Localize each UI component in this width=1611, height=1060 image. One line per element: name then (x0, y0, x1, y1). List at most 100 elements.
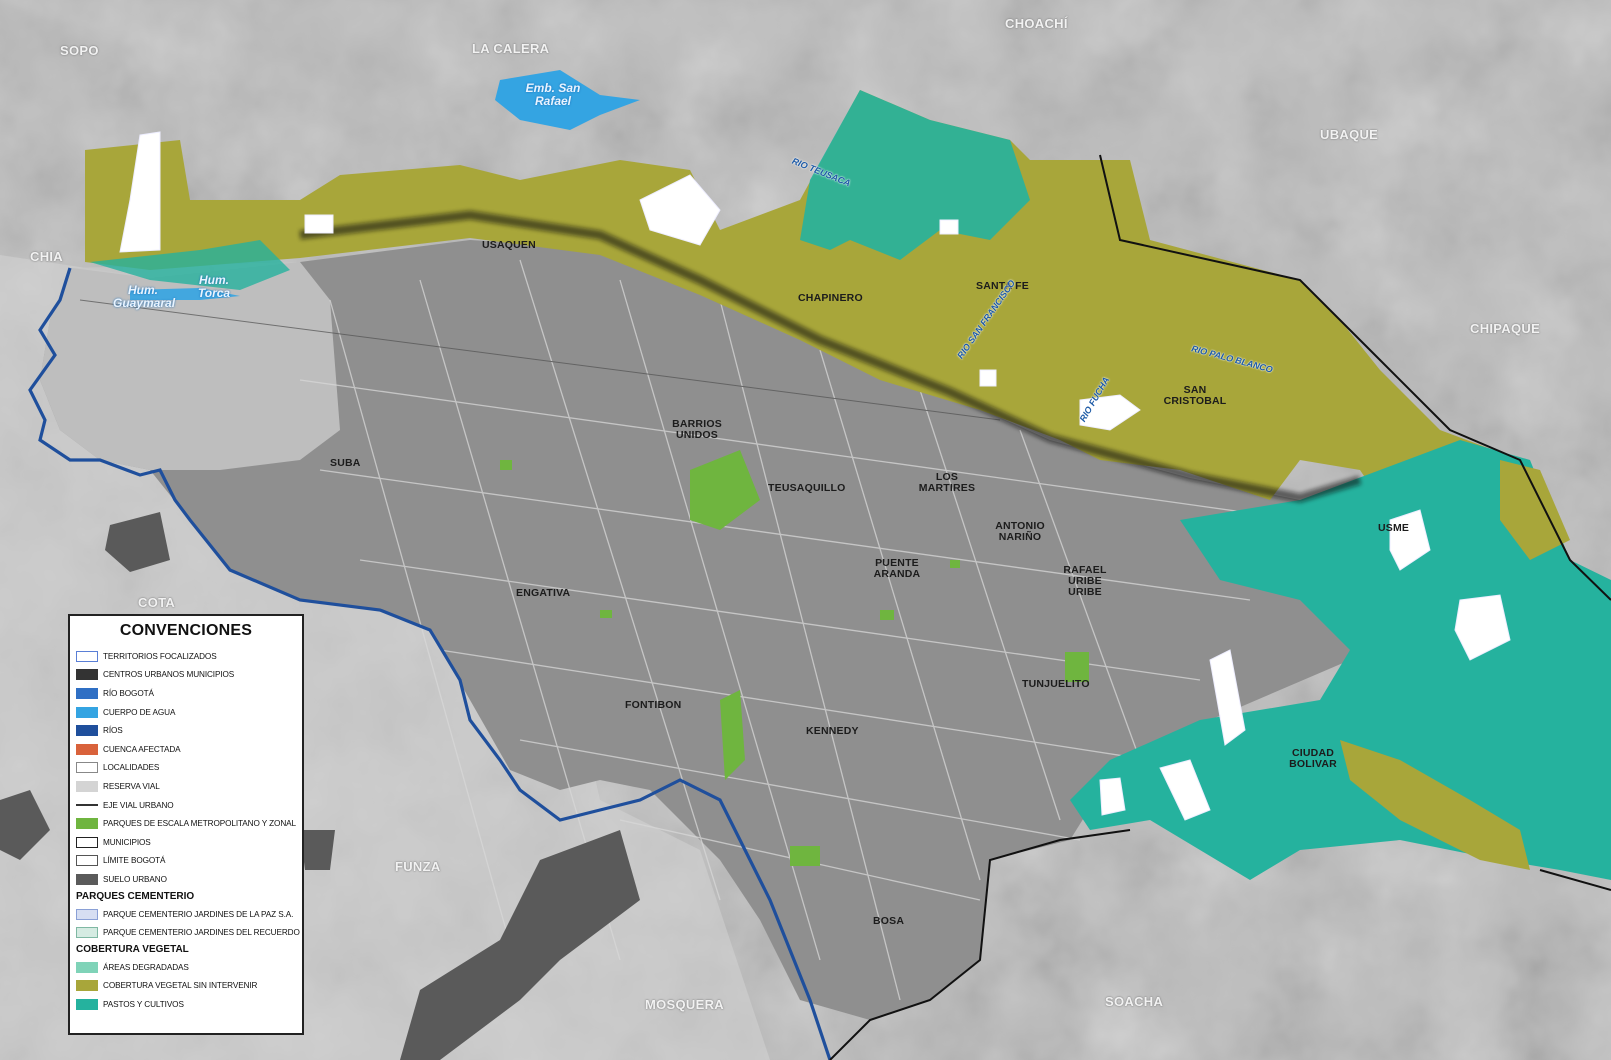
legend-item: RÍOS (76, 721, 296, 740)
legend-item: COBERTURA VEGETAL SIN INTERVENIR (76, 977, 296, 996)
label-teusaquillo: TEUSAQUILLO (768, 482, 846, 494)
legend-item-label: PASTOS Y CULTIVOS (103, 999, 184, 1009)
emb-san-rafael-water (495, 70, 640, 130)
label-tunjuelito: TUNJUELITO (1022, 678, 1090, 690)
label-emb-san-rafael: Emb. San Rafael (525, 81, 581, 108)
legend-item-label: CUERPO DE AGUA (103, 707, 176, 717)
pasture-chapinero-hills (800, 90, 1030, 260)
legend-item-label: RESERVA VIAL (103, 781, 160, 791)
legend-item-label: SUELO URBANO (103, 874, 167, 884)
label-antonio-narino: ANTONIO NARIÑO (995, 520, 1045, 544)
legend-swatch (76, 669, 98, 681)
label-ubaque: UBAQUE (1320, 127, 1379, 142)
label-rafael-uribe-uribe: RAFAEL URIBE URIBE (1063, 564, 1107, 599)
legend-item: CUERPO DE AGUA (76, 703, 296, 722)
legend-item: RÍO BOGOTÁ (76, 684, 296, 703)
label-usme: USME (1378, 522, 1410, 534)
legend-swatch (76, 650, 98, 662)
legend-item: RESERVA VIAL (76, 777, 296, 796)
legend-swatch (76, 687, 98, 699)
legend-swatch (76, 743, 98, 755)
legend-vegetation-title: COBERTURA VEGETAL (76, 943, 189, 955)
wetland-water (130, 288, 240, 300)
legend-item-label: TERRITORIOS FOCALIZADOS (103, 651, 217, 661)
limite-bogota (829, 154, 1611, 1060)
label-chia: CHIA (30, 249, 63, 264)
legend-swatch (76, 780, 98, 792)
legend-vegetation-items: ÁREAS DEGRADADAS COBERTURA VEGETAL SIN IN… (76, 958, 296, 1014)
legend-item-label: LÍMITE BOGOTÁ (103, 856, 166, 866)
label-hum-guaymaral: Hum. Guaymaral (113, 283, 176, 310)
road-network (79, 259, 1301, 1001)
legend-swatch (76, 762, 98, 774)
label-los-martires: LOS MARTIRES (918, 471, 976, 495)
legend-item: TERRITORIOS FOCALIZADOS (76, 647, 296, 666)
label-sopo: SOPO (60, 43, 99, 58)
label-bosa: BOSA (873, 915, 905, 927)
legend-swatch (76, 836, 98, 848)
legend-item-label: RÍOS (103, 726, 123, 736)
legend-item: PARQUES DE ESCALA METROPOLITANO Y ZONAL (76, 814, 296, 833)
legend-swatch (76, 873, 98, 885)
label-barrios-unidos: BARRIOS UNIDOS (672, 418, 722, 442)
label-engativa: ENGATIVA (516, 587, 571, 599)
legend-item: LOCALIDADES (76, 759, 296, 778)
legend-cemetery-title: PARQUES CEMENTERIO (76, 890, 195, 902)
vegetation-intact (85, 90, 1540, 520)
legend-item: LÍMITE BOGOTÁ (76, 852, 296, 871)
legend-item-label: CUENCA AFECTADA (103, 744, 181, 754)
legend-cemetery-items: PARQUE CEMENTERIO JARDINES DE LA PAZ S.A… (76, 905, 300, 942)
legend-item-label: PARQUE CEMENTERIO JARDINES DEL RECUERDO (103, 928, 300, 938)
label-la-calera: LA CALERA (472, 41, 550, 56)
legend-item: PARQUE CEMENTERIO JARDINES DE LA PAZ S.A… (76, 905, 296, 924)
legend-item-label: CENTROS URBANOS MUNICIPIOS (103, 670, 235, 680)
label-puente-aranda: PUENTE ARANDA (873, 557, 921, 581)
label-funza: FUNZA (395, 859, 441, 874)
label-cota: COTA (138, 595, 176, 610)
label-hum-torca: Hum. Torca (197, 273, 231, 300)
legend-swatch (76, 927, 98, 939)
label-santa-fe: SANTA FE (976, 280, 1029, 292)
focused-territories (119, 131, 1511, 821)
label-mosquera: MOSQUERA (645, 997, 724, 1012)
legend-item: PASTOS Y CULTIVOS (76, 995, 296, 1014)
legend-swatch (76, 855, 98, 867)
legend-item-label: PARQUES DE ESCALA METROPOLITANO Y ZONAL (103, 819, 296, 829)
bogota-urban-area (40, 240, 1380, 1020)
legend-swatch (76, 998, 98, 1010)
label-chipaque: CHIPAQUE (1470, 321, 1541, 336)
suba-north-light (40, 262, 340, 470)
legend-item-label: EJE VIAL URBANO (103, 800, 174, 810)
legend-swatch (76, 961, 98, 973)
label-fontibon: FONTIBON (625, 699, 682, 711)
label-kennedy: KENNEDY (806, 725, 859, 737)
parks (500, 450, 1089, 866)
pasture-north (90, 240, 290, 290)
label-soacha: SOACHA (1105, 994, 1164, 1009)
legend-item: PARQUE CEMENTERIO JARDINES DEL RECUERDO (76, 923, 300, 942)
legend-item: ÁREAS DEGRADADAS (76, 958, 296, 977)
legend-swatch (76, 706, 98, 718)
label-san-cristobal: SAN CRISTOBAL (1163, 384, 1227, 408)
legend-item: CUENCA AFECTADA (76, 740, 296, 759)
label-chapinero: CHAPINERO (798, 292, 863, 304)
legend-item-label: PARQUE CEMENTERIO JARDINES DE LA PAZ S.A… (103, 909, 294, 919)
municipal-urban-centers (0, 512, 640, 1060)
legend-swatch (76, 804, 98, 807)
legend-item-label: MUNICIPIOS (103, 837, 151, 847)
legend-swatch (76, 980, 98, 992)
vegetation-southeast-patch (1500, 460, 1570, 560)
label-usaquen: USAQUEN (482, 239, 536, 251)
ridge-shadow (299, 210, 1362, 503)
label-choachi: CHOACHÍ (1005, 16, 1068, 31)
rio-bogota (28, 267, 832, 1060)
legend-item-label: ÁREAS DEGRADADAS (103, 962, 189, 972)
label-ciudad-bolivar: CIUDAD BOLIVAR (1289, 747, 1337, 771)
vegetation-south-patch (1340, 740, 1530, 870)
legend-swatch (76, 725, 98, 737)
legend-item-label: LOCALIDADES (103, 763, 160, 773)
legend-swatch (76, 908, 98, 920)
